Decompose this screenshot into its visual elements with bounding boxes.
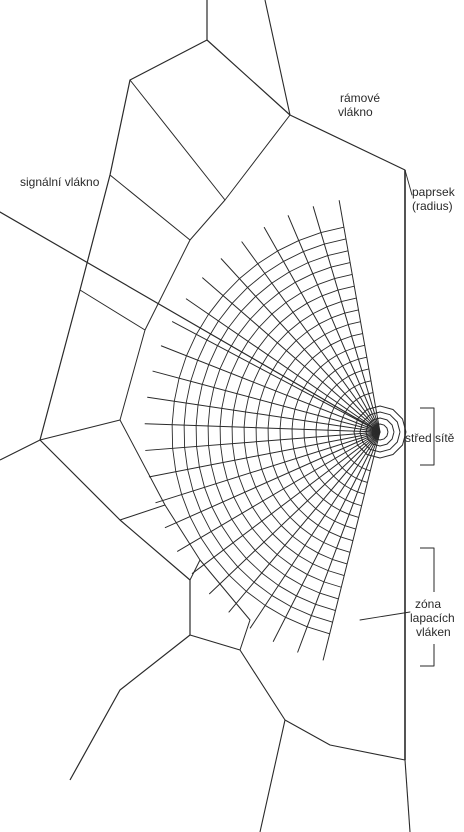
capture-zone-leader-line (360, 612, 410, 620)
label-capture-zone-line1: zóna (415, 598, 441, 611)
capture-zone-bracket-bottom (420, 644, 434, 666)
label-radius-line1: paprsek (412, 186, 455, 199)
label-hub: střed sítě (405, 432, 454, 445)
capture-spiral-ring-11 (220, 274, 352, 587)
radius-thread-20 (210, 432, 380, 594)
radius-thread-11 (153, 371, 380, 432)
radius-thread-13 (145, 424, 380, 432)
secondary-frame-1 (130, 80, 290, 200)
capture-zone-bracket-top (420, 548, 434, 592)
secondary-frame-5 (120, 420, 165, 520)
secondary-frame-7 (200, 560, 250, 650)
bottom-anchor-line (405, 760, 410, 832)
radius-thread-16 (156, 432, 380, 503)
outer-frame-thread (40, 0, 207, 780)
secondary-frame-6 (165, 505, 200, 580)
radius-thread-7 (203, 278, 380, 432)
label-capture-zone-line3: vláken (416, 626, 451, 639)
radius-leader-line (405, 170, 412, 195)
left-anchor-line (0, 440, 40, 460)
radius-thread-8 (186, 299, 380, 432)
top-anchor-line (265, 0, 290, 115)
secondary-frame-3 (80, 240, 190, 330)
label-capture-zone-line2: lapacích (410, 612, 455, 625)
radius-thread-12 (148, 397, 380, 432)
radius-thread-10 (161, 346, 380, 432)
label-frame-thread-line1: rámové (340, 92, 380, 105)
capture-spiral-ring-12 (208, 263, 350, 599)
label-radius-line2: (radius) (412, 200, 453, 213)
bottom-frame-link (285, 720, 405, 760)
label-frame-thread-line2: vlákno (338, 106, 373, 119)
capture-spiral-ring-15 (172, 227, 344, 634)
secondary-frame-4 (40, 330, 145, 440)
secondary-frame-2 (110, 175, 225, 240)
frame-thread-top (207, 40, 405, 170)
bottom-frame-thread (190, 635, 285, 832)
label-signal-thread: signální vlákno (20, 176, 99, 189)
radius-thread-6 (221, 259, 380, 432)
